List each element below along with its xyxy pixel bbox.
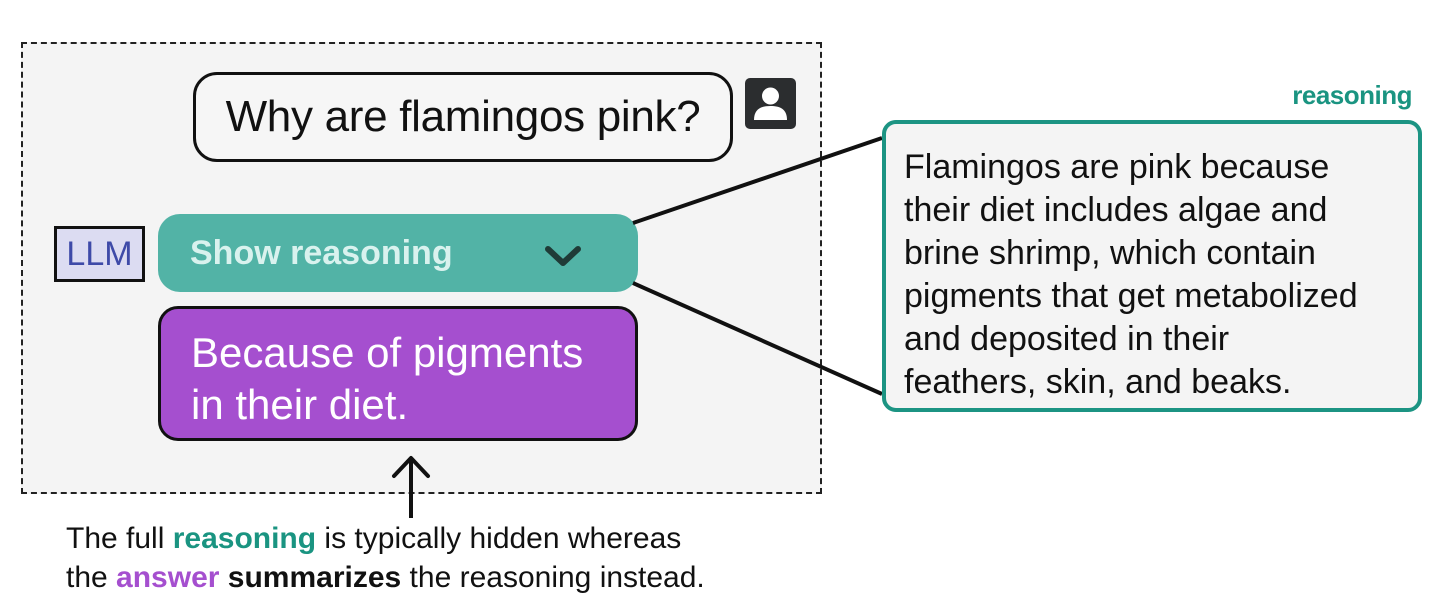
reasoning-line: their diet includes algae and (904, 191, 1328, 229)
llm-badge: LLM (54, 226, 145, 282)
reasoning-line: Flamingos are pink because (904, 148, 1330, 186)
llm-badge-label: LLM (66, 234, 133, 273)
caption-answer-word: answer (116, 561, 220, 594)
caption-line-1: The full reasoning is typically hidden w… (66, 519, 705, 558)
reasoning-panel-title: reasoning (1292, 80, 1412, 110)
user-message-text: Why are flamingos pink? (225, 92, 701, 141)
caption-line-2: the answer summarizes the reasoning inst… (66, 558, 705, 597)
reasoning-line: brine shrimp, which contain (904, 234, 1316, 272)
caption-text: The full (66, 522, 173, 555)
reasoning-line: feathers, skin, and beaks. (904, 363, 1292, 401)
caption-text: the (66, 561, 117, 594)
user-message-bubble: Why are flamingos pink? (193, 72, 733, 162)
caption: The full reasoning is typically hidden w… (66, 519, 705, 597)
caption-reasoning-word: reasoning (172, 522, 317, 555)
chevron-down-icon (544, 244, 582, 268)
caption-text: the reasoning instead. (401, 561, 705, 594)
answer-line: in their diet. (191, 381, 409, 428)
caption-text (219, 561, 227, 594)
caption-text: is typically hidden whereas (316, 522, 682, 555)
answer-line: Because of pigments (191, 329, 584, 376)
person-icon (745, 78, 796, 129)
reasoning-line: pigments that get metabolized (904, 277, 1358, 315)
reasoning-panel: Flamingos are pink because their diet in… (882, 120, 1422, 412)
reasoning-line: and deposited in their (904, 320, 1230, 358)
show-reasoning-label: Show reasoning (190, 234, 453, 272)
caption-summarizes-word: summarizes (227, 561, 402, 594)
show-reasoning-button[interactable]: Show reasoning (158, 214, 638, 292)
answer-bubble: Because of pigments in their diet. (158, 306, 638, 441)
